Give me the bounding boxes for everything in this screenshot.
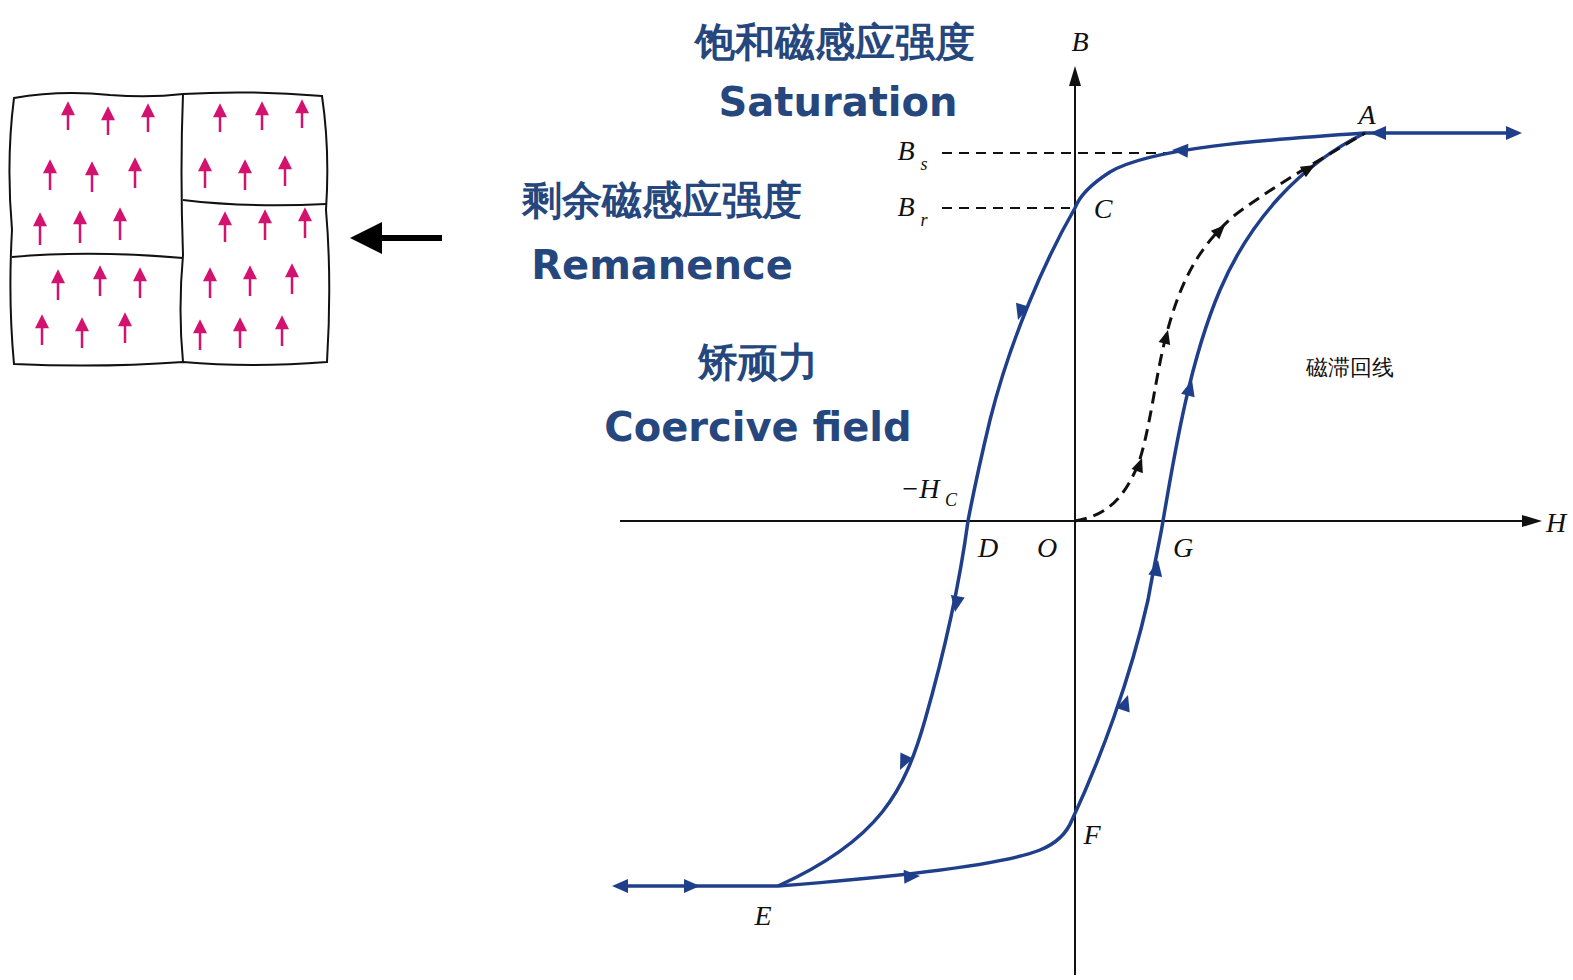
heading-en: Coercive field [604, 407, 911, 447]
heading-en: Saturation [719, 82, 958, 122]
heading-zh: 饱和磁感应强度 [695, 22, 975, 62]
level-symbol: B [897, 193, 914, 221]
axis-label: B [1071, 28, 1088, 56]
point-label: O [1037, 534, 1057, 562]
field-symbol: −H [900, 475, 939, 503]
point-label: F [1083, 821, 1100, 849]
heading-zh: 矫顽力 [698, 342, 818, 382]
loop-note: 磁滞回线 [1306, 357, 1394, 379]
heading-zh: 剩余磁感应强度 [522, 180, 802, 220]
heading-en: Remanence [531, 245, 793, 285]
level-subscript: s [920, 155, 927, 173]
point-label: C [1094, 195, 1113, 223]
level-subscript: r [920, 211, 927, 229]
domain-picture [9, 92, 329, 365]
point-label: G [1173, 534, 1193, 562]
level-symbol: B [897, 137, 914, 165]
initial-curve [1075, 133, 1365, 521]
point-label: E [754, 902, 771, 930]
field-subscript: C [945, 491, 957, 509]
point-label: A [1358, 101, 1375, 129]
point-label: D [978, 534, 998, 562]
loop-arrowheads [612, 126, 1522, 893]
axis-label: H [1546, 509, 1566, 537]
pointer-arrow [350, 222, 442, 254]
initial-curve-arrowheads [1132, 160, 1318, 473]
